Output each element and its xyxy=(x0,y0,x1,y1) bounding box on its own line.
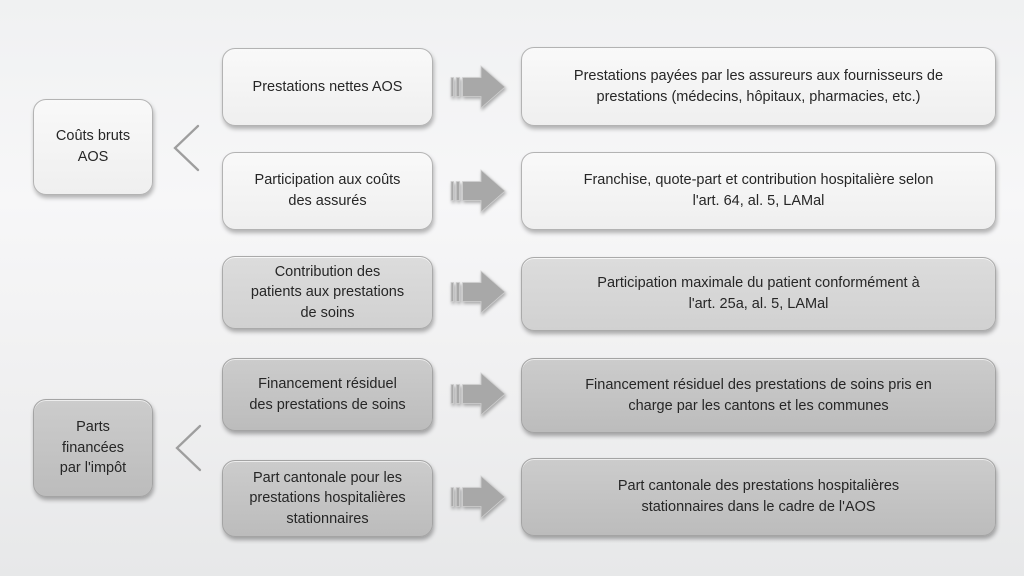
node-financement-residuel: Financement résiduel des prestations de … xyxy=(222,358,433,431)
desc-franchise-quote-part: Franchise, quote-part et contribution ho… xyxy=(521,152,996,230)
node-parts-financees-impot: Parts financées par l'impôt xyxy=(33,399,153,497)
desc-participation-maximale: Participation maximale du patient confor… xyxy=(521,257,996,331)
bracket-icon xyxy=(173,124,200,172)
right-arrow-icon xyxy=(450,270,506,314)
right-arrow-icon xyxy=(450,65,506,109)
desc-prestations-payees: Prestations payées par les assureurs aux… xyxy=(521,47,996,126)
node-prestations-nettes-aos: Prestations nettes AOS xyxy=(222,48,433,126)
right-arrow-icon xyxy=(450,169,506,213)
bracket-icon xyxy=(175,424,202,472)
desc-financement-residuel-cantons: Financement résiduel des prestations de … xyxy=(521,358,996,433)
node-couts-bruts-aos: Coûts bruts AOS xyxy=(33,99,153,195)
right-arrow-icon xyxy=(450,372,506,416)
node-participation-couts-assures: Participation aux coûts des assurés xyxy=(222,152,433,230)
node-part-cantonale: Part cantonale pour les prestations hosp… xyxy=(222,460,433,537)
desc-part-cantonale-aos: Part cantonale des prestations hospitali… xyxy=(521,458,996,536)
right-arrow-icon xyxy=(450,475,506,519)
node-contribution-patients: Contribution des patients aux prestation… xyxy=(222,256,433,329)
